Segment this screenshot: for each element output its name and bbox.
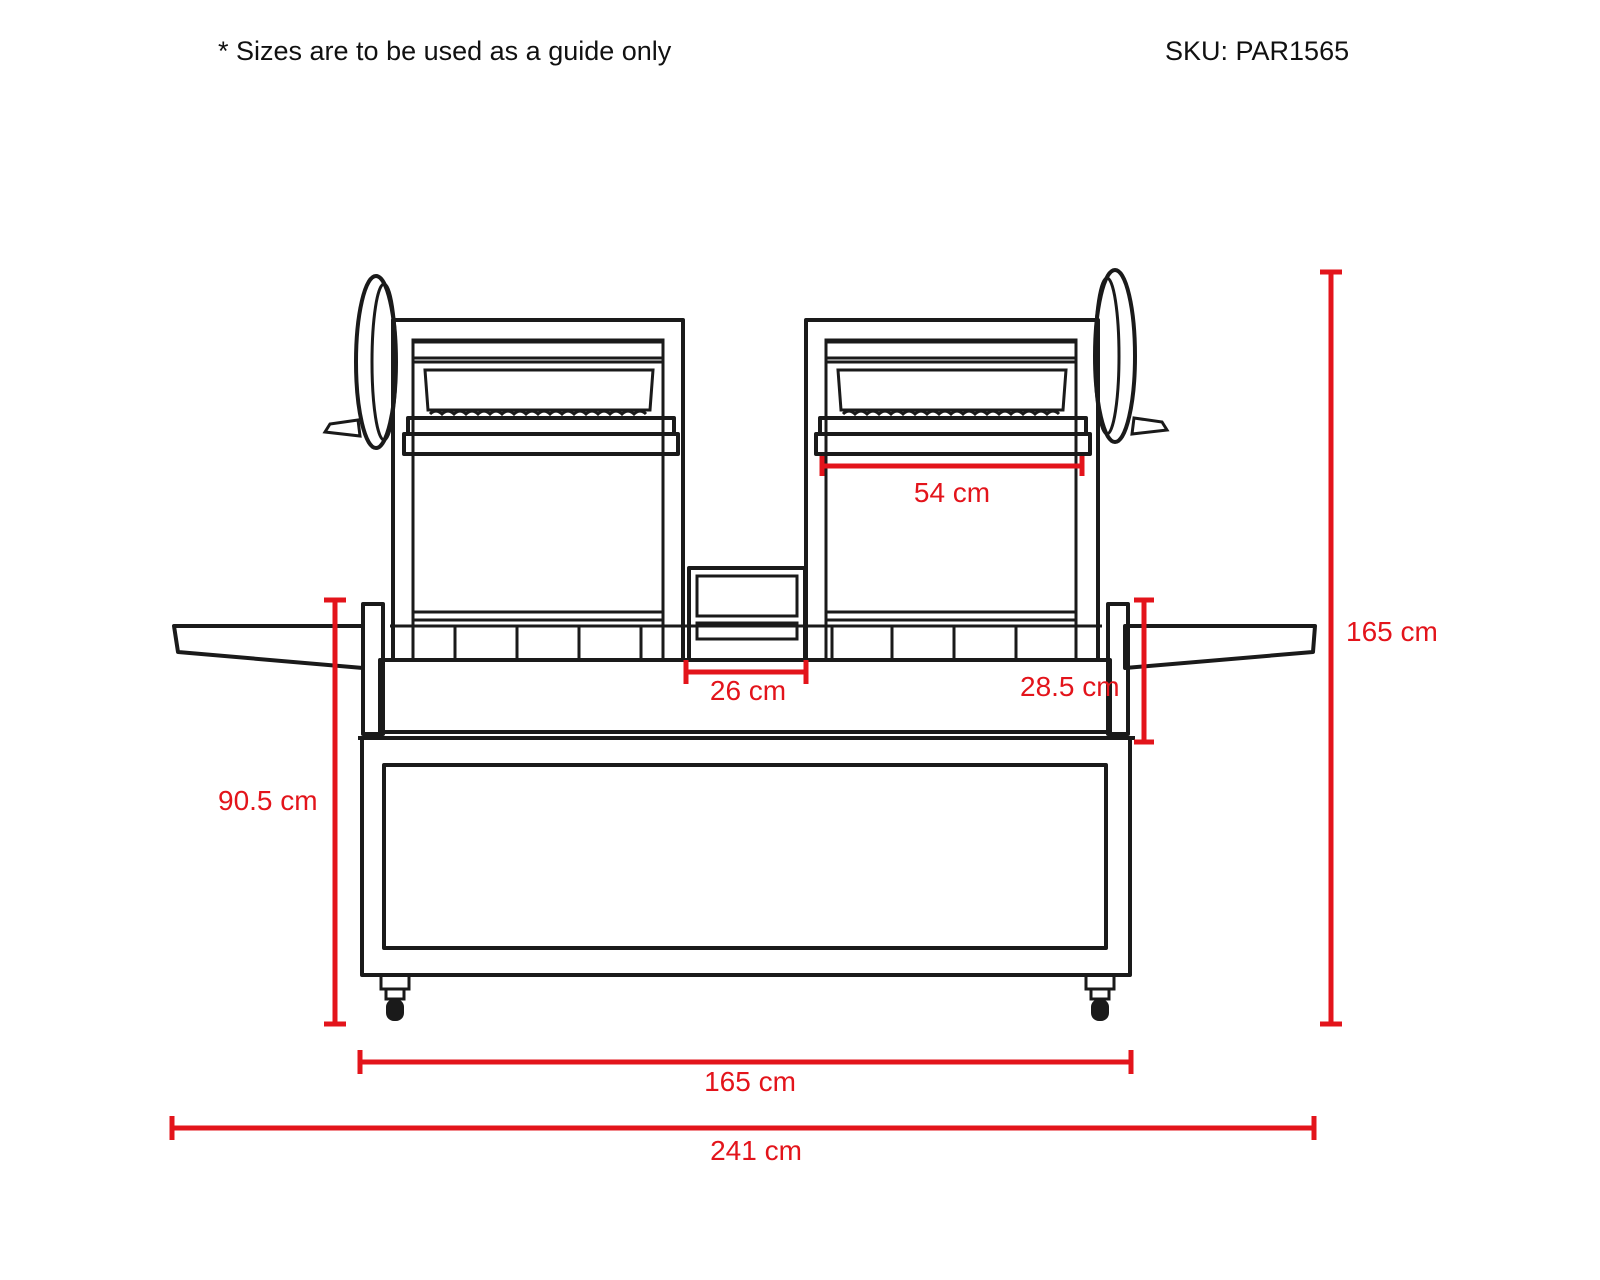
sku-label: SKU: PAR1565 (1165, 36, 1350, 66)
right-caster (1084, 973, 1116, 1021)
right-post (1106, 602, 1130, 736)
center-box (687, 566, 807, 662)
brick-row (390, 624, 1102, 662)
dim-tray-height: 28.5 cm (1020, 597, 1154, 745)
center-box-window (695, 574, 799, 618)
dim-counter-height-label: 90.5 cm (218, 785, 318, 816)
guide-note: * Sizes are to be used as a guide only (218, 36, 672, 66)
left-post (361, 602, 385, 736)
dim-total-width: 241 cm (169, 1116, 1317, 1166)
dim-tray-height-label: 28.5 cm (1020, 671, 1120, 702)
grill-outline (172, 268, 1317, 1021)
dim-grill-width-label: 54 cm (914, 477, 990, 508)
left-caster (379, 973, 411, 1021)
left-grill (322, 274, 685, 662)
dim-center-gap: 26 cm (683, 660, 809, 706)
dim-body-width: 165 cm (357, 1050, 1134, 1097)
right-side-shelf (1123, 624, 1317, 670)
dim-total-height-label: 165 cm (1346, 616, 1438, 647)
dim-center-gap-label: 26 cm (710, 675, 786, 706)
right-grill (804, 268, 1170, 662)
cabinet (360, 736, 1132, 977)
center-box-slot (695, 621, 799, 641)
cabinet-panel (382, 763, 1108, 950)
dim-grill-width: 54 cm (819, 456, 1085, 508)
dim-body-width-label: 165 cm (704, 1066, 796, 1097)
dim-total-height: 165 cm (1320, 269, 1438, 1027)
dim-counter-height: 90.5 cm (218, 597, 346, 1027)
dim-total-width-label: 241 cm (710, 1135, 802, 1166)
